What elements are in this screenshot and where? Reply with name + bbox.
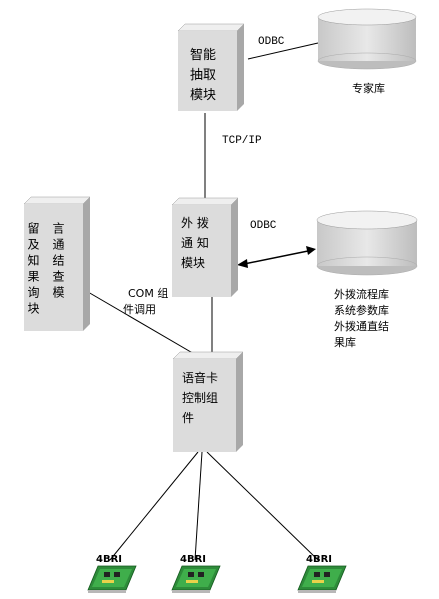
flow-db-line3: 外拨通直结 (334, 319, 389, 333)
odbc-bidirectional-arrow (237, 246, 316, 268)
bri-card-1-label: 4BRI (96, 554, 122, 565)
message-query-module: 留及知果询块 言通结查模 (23, 196, 91, 331)
voice-card-control-component: 语音卡 控制组 件 (172, 351, 244, 452)
bri-card-3-label: 4BRI (306, 554, 332, 565)
outbound-module-line3: 模块 (181, 256, 205, 270)
bri-card-2-label: 4BRI (180, 554, 206, 565)
voice-card-line3: 件 (182, 411, 194, 425)
com-label-line1: COM 组 (128, 286, 168, 300)
bri-card-3: 4BRI (297, 554, 347, 593)
link-voicecard-card2 (194, 451, 203, 561)
smart-extraction-module: 智能 抽取 模块 (177, 23, 245, 111)
connector-lines (87, 42, 319, 561)
tcpip-label: TCP/IP (222, 135, 262, 147)
message-module-col2: 言通结查模 (51, 222, 65, 302)
flow-db-line2: 系统参数库 (334, 303, 389, 317)
flow-database-cylinder (316, 210, 418, 276)
voice-card-line1: 语音卡 (182, 370, 218, 385)
voice-card-line2: 控制组 (182, 391, 218, 405)
expert-database-cylinder (317, 8, 417, 70)
link-voicecard-card1 (109, 451, 199, 561)
bri-card-1: 4BRI (87, 554, 137, 593)
odbc-top-label: ODBC (258, 36, 285, 48)
link-voicecard-card3 (206, 451, 319, 561)
bri-card-2: 4BRI (171, 554, 221, 593)
link-message-voicecard (87, 291, 209, 363)
smart-module-line3: 模块 (190, 88, 216, 103)
outbound-notification-module: 外 拨 通 知 模块 (171, 197, 239, 297)
smart-module-line1: 智能 (190, 48, 216, 63)
message-module-col1: 留及知果询块 (26, 222, 40, 318)
link-smart-expertdb (247, 42, 319, 60)
flow-db-line1: 外拨流程库 (334, 287, 389, 301)
odbc-mid-label: ODBC (250, 220, 277, 232)
outbound-module-line2: 通 知 (181, 236, 209, 250)
com-label-line2: 件调用 (123, 303, 156, 316)
smart-module-line2: 抽取 (190, 68, 216, 83)
outbound-module-line1: 外 拨 (181, 216, 209, 230)
expert-db-label: 专家库 (352, 81, 385, 95)
flow-db-line4: 果库 (334, 336, 356, 349)
